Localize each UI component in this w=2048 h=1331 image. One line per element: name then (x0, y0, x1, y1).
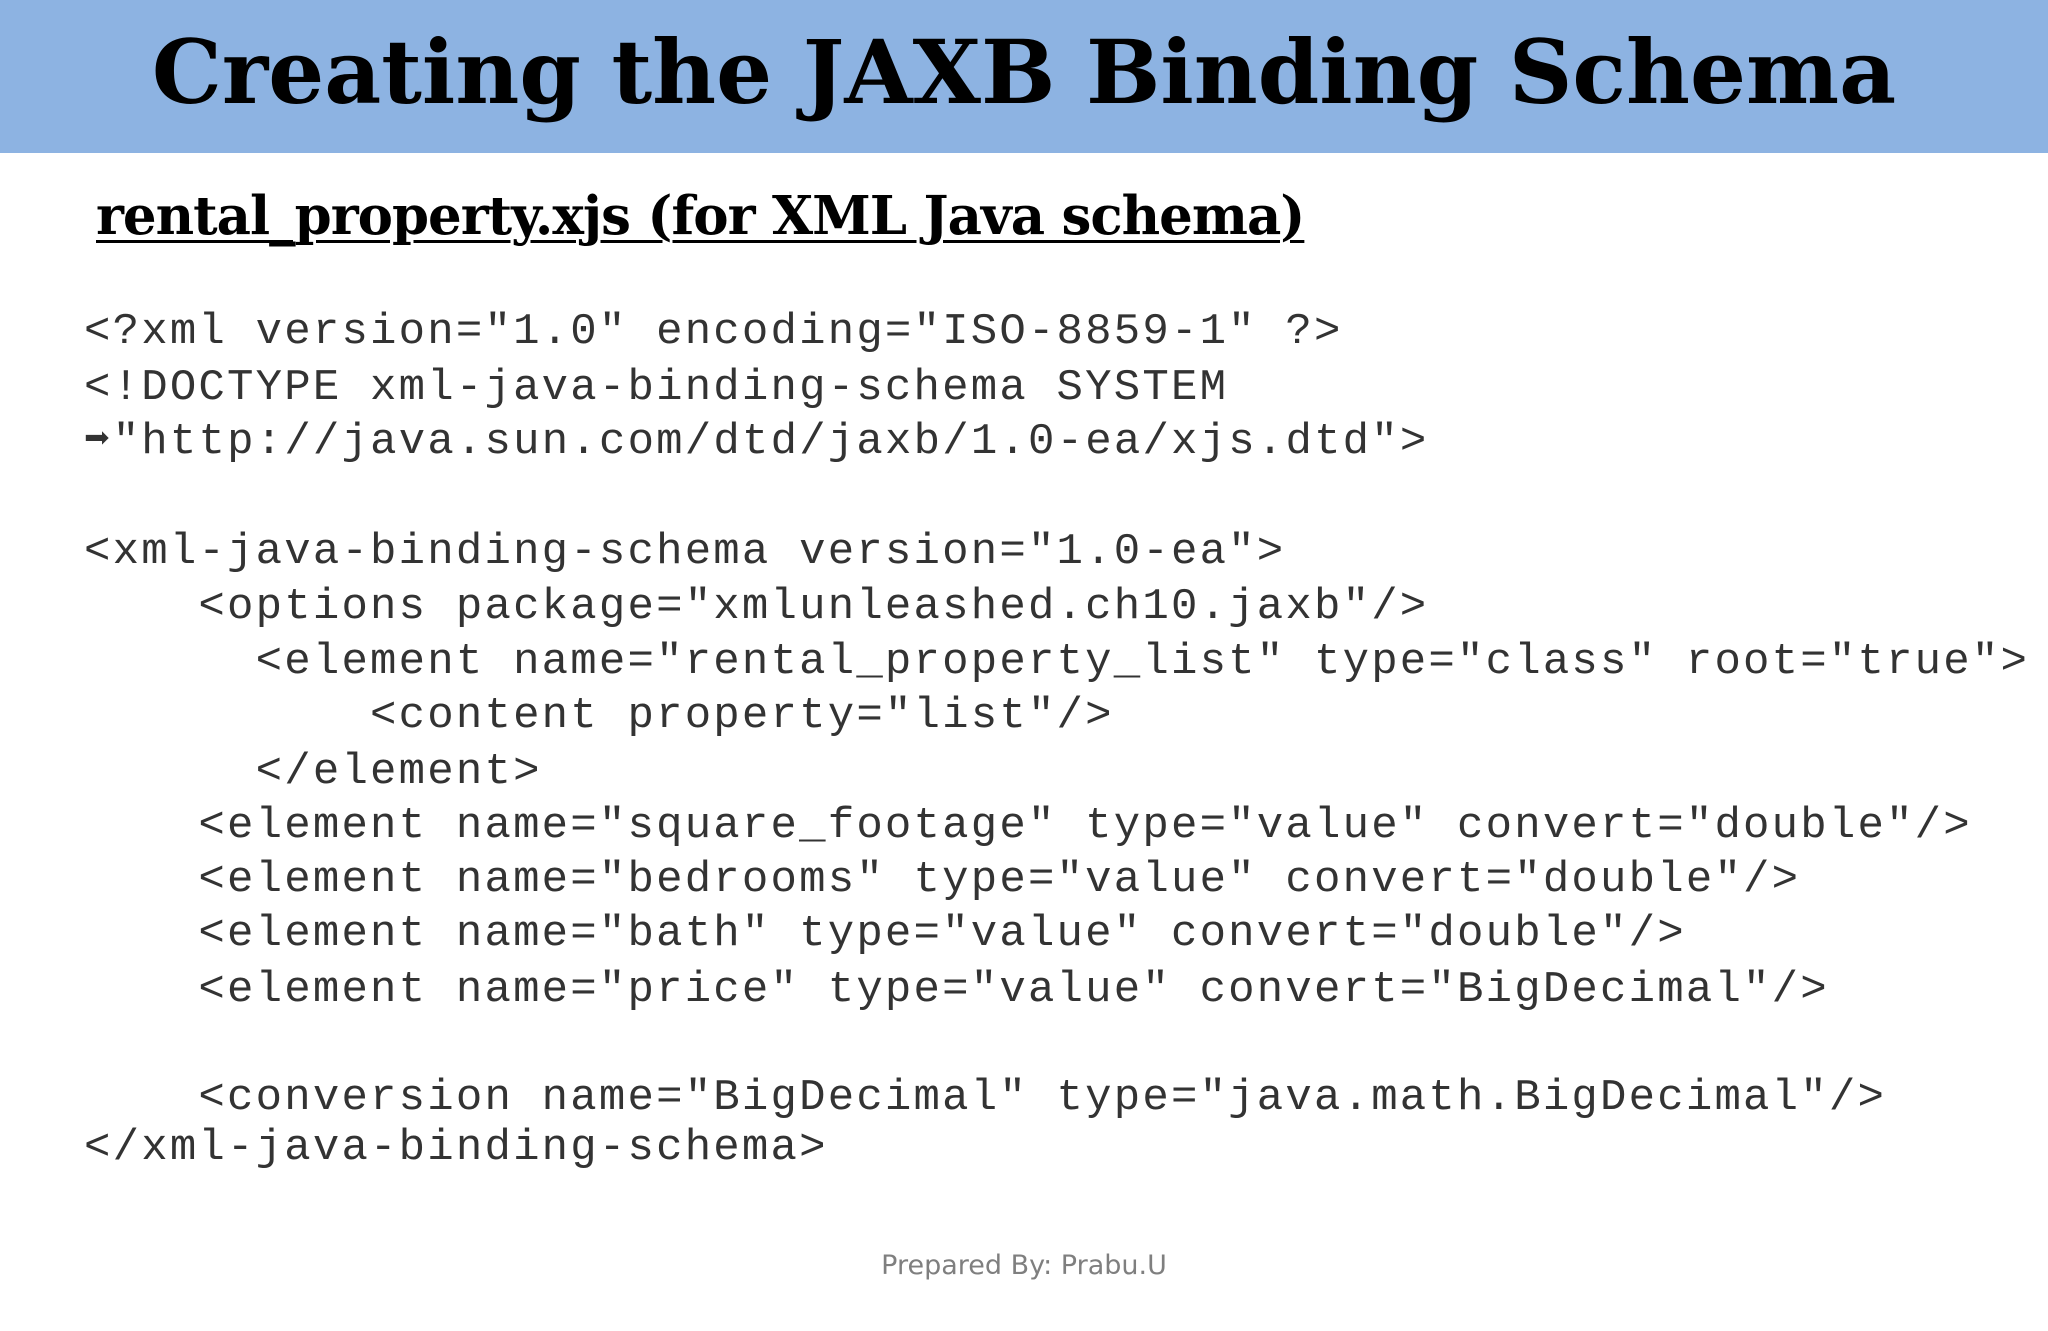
code-line: <element name="price" type="value" conve… (84, 965, 1829, 1015)
code-line: <element name="bath" type="value" conver… (84, 909, 1686, 959)
code-line: <element name="bedrooms" type="value" co… (84, 855, 1801, 905)
code-line: </element> (84, 747, 542, 797)
title-bar: Creating the JAXB Binding Schema (0, 0, 2048, 153)
code-line: <!DOCTYPE xml-java-binding-schema SYSTEM (84, 363, 1229, 413)
code-block: <?xml version="1.0" encoding="ISO-8859-1… (84, 300, 2027, 1180)
code-line: ➡"http://java.sun.com/dtd/jaxb/1.0-ea/xj… (84, 417, 1429, 467)
slide-subtitle: rental_property.xjs (for XML Java schema… (96, 185, 1305, 247)
code-line: <options package="xmlunleashed.ch10.jaxb… (84, 582, 1429, 632)
code-line: <element name="square_footage" type="val… (84, 801, 1972, 851)
footer-credit: Prepared By: Prabu.U (881, 1250, 1167, 1281)
code-line: <conversion name="BigDecimal" type="java… (84, 1073, 1887, 1123)
code-line: <xml-java-binding-schema version="1.0-ea… (84, 527, 1286, 577)
code-line: <content property="list"/> (84, 691, 1114, 741)
code-line: <?xml version="1.0" encoding="ISO-8859-1… (84, 307, 1343, 357)
slide-title: Creating the JAXB Binding Schema (151, 19, 1897, 124)
code-line: <element name="rental_property_list" typ… (84, 637, 2030, 687)
code-line: </xml-java-binding-schema> (84, 1123, 828, 1173)
